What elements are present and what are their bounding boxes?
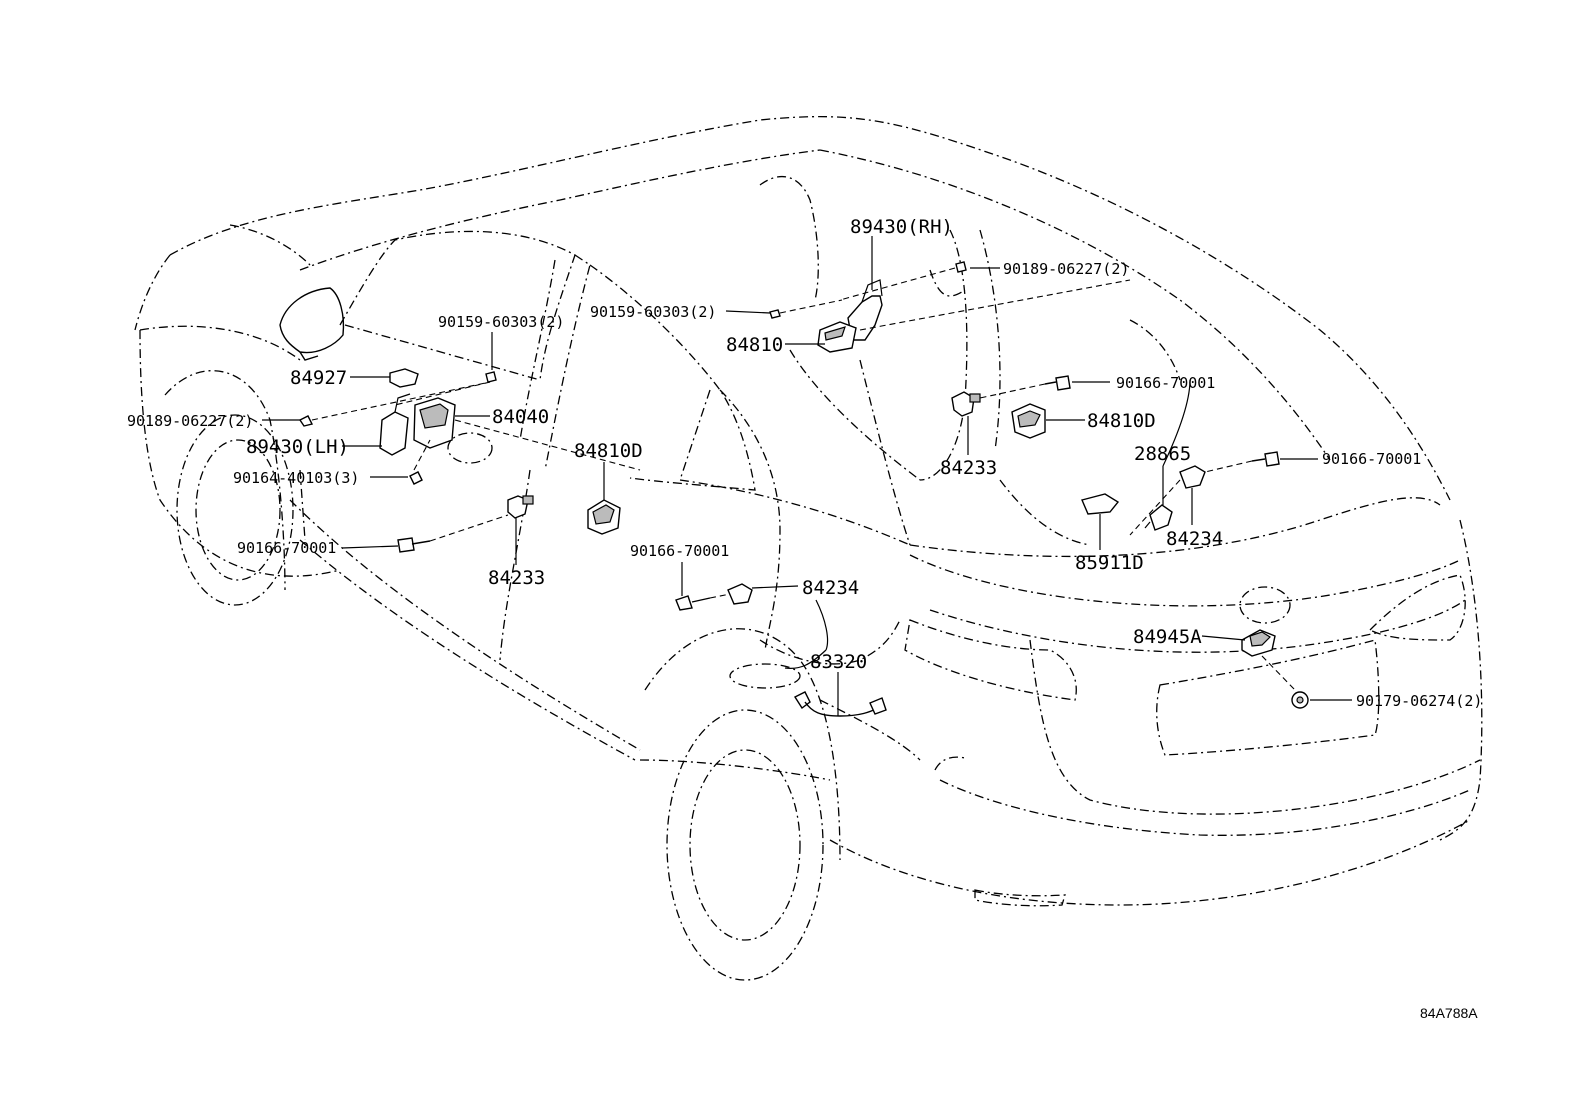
label-84234-right: 84234: [1166, 528, 1223, 550]
car-body-outline: [134, 115, 1483, 981]
fastener-90189-06227-rh: [955, 261, 967, 273]
part-84233-left: [507, 495, 534, 519]
label-89430-lh: 89430(LH): [246, 436, 349, 458]
label-90159-60303-mid: 90159-60303(2): [590, 303, 716, 321]
label-90166-70001-center: 90166-70001: [630, 542, 729, 560]
label-89430-rh: 89430(RH): [850, 216, 953, 238]
fastener-90159-60303-lh: [485, 371, 497, 383]
part-84233-right: [951, 391, 981, 417]
screw-90166-70001-left: [397, 537, 431, 553]
label-90164-40103: 90164-40103(3): [233, 469, 359, 487]
diagram-code: 84A788A: [1420, 1005, 1478, 1021]
part-85911d: [1081, 493, 1120, 515]
part-89430-lh: [379, 393, 411, 456]
leader-lines: [262, 236, 1352, 716]
part-84234-center: [727, 583, 753, 605]
part-83320: [793, 691, 887, 717]
label-28865: 28865: [1134, 443, 1191, 465]
label-90166-70001-far: 90166-70001: [1322, 450, 1421, 468]
label-90159-60303-lh: 90159-60303(2): [438, 313, 564, 331]
fastener-90179-06274: [1291, 691, 1309, 709]
label-90166-70001-left: 90166-70001: [237, 539, 336, 557]
part-84810d-left: [587, 499, 621, 535]
part-84810: [817, 321, 857, 353]
part-84234-right: [1179, 465, 1206, 489]
part-labels: 89430(RH) 90189-06227(2) 90159-60303(2) …: [127, 216, 1482, 1021]
part-28865: [1144, 504, 1173, 531]
screw-90166-70001-far: [1251, 451, 1280, 467]
label-90166-70001-rightupper: 90166-70001: [1116, 374, 1215, 392]
label-84810d-right: 84810D: [1087, 410, 1156, 432]
label-84927: 84927: [290, 367, 347, 389]
label-84234-center: 84234: [802, 577, 859, 599]
part-84927: [389, 368, 419, 388]
label-83320: 83320: [810, 651, 867, 673]
part-84945a: [1241, 629, 1276, 657]
label-84810: 84810: [726, 334, 783, 356]
part-84040: [413, 397, 456, 449]
label-84810d-left: 84810D: [574, 440, 643, 462]
label-90189-06227-rh: 90189-06227(2): [1003, 260, 1129, 278]
fastener-90189-06227-lh: [298, 415, 314, 427]
label-90189-06227-lh: 90189-06227(2): [127, 412, 253, 430]
parts: [298, 261, 1309, 717]
screw-90166-70001-center: [675, 595, 711, 611]
fastener-90159-60303-mid: [769, 309, 781, 319]
fastener-90164-40103: [409, 471, 423, 485]
label-90179-06274: 90179-06274(2): [1356, 692, 1482, 710]
label-84945a: 84945A: [1133, 626, 1202, 648]
screw-90166-70001-rightupper: [1044, 375, 1071, 391]
label-84040: 84040: [492, 406, 549, 428]
part-84810d-right: [1011, 403, 1046, 439]
label-85911d: 85911D: [1075, 552, 1144, 574]
label-84233-left: 84233: [488, 567, 545, 589]
label-84233-right: 84233: [940, 457, 997, 479]
